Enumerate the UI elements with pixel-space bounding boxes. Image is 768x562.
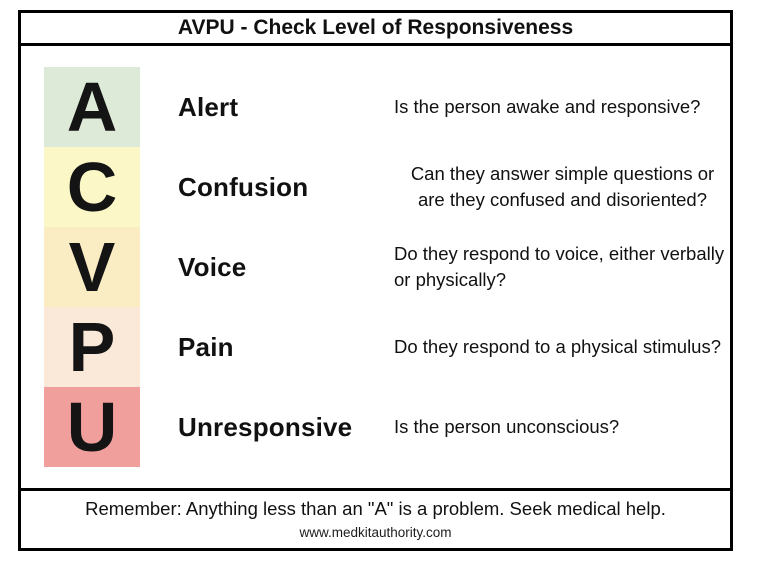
label-confusion: Confusion xyxy=(178,171,309,202)
letter-badge-p: P xyxy=(44,307,140,387)
label-unresponsive: Unresponsive xyxy=(178,411,353,442)
letter-badge-a: A xyxy=(44,67,140,147)
footer: Remember: Anything less than an "A" is a… xyxy=(21,488,730,548)
letter-c: C xyxy=(66,148,118,226)
row-alert: A Alert Is the person awake and responsi… xyxy=(21,67,730,147)
label-alert: Alert xyxy=(178,91,239,122)
letter-a: A xyxy=(66,68,118,146)
letter-badge-v: V xyxy=(44,227,140,307)
website-url: www.medkitauthority.com xyxy=(299,524,452,540)
description-voice: Do they respond to voice, either verball… xyxy=(394,243,725,290)
letter-v: V xyxy=(68,228,116,306)
letter-badge-c: C xyxy=(44,147,140,227)
description-alert: Is the person awake and responsive? xyxy=(394,96,701,118)
description-unresponsive: Is the person unconscious? xyxy=(394,416,620,438)
remember-note: Remember: Anything less than an "A" is a… xyxy=(85,498,666,519)
avpu-table: A Alert Is the person awake and responsi… xyxy=(21,46,730,488)
letter-p: P xyxy=(68,308,116,386)
row-confusion: C Confusion Can they answer simple quest… xyxy=(21,147,730,227)
description-pain: Do they respond to a physical stimulus? xyxy=(394,336,722,358)
title-bar: AVPU - Check Level of Responsiveness xyxy=(21,13,730,46)
description-confusion: Can they answer simple questions or are … xyxy=(410,163,715,210)
row-voice: V Voice Do they respond to voice, either… xyxy=(21,227,730,307)
avpu-poster: AVPU - Check Level of Responsiveness A A… xyxy=(18,10,733,551)
row-unresponsive: U Unresponsive Is the person unconscious… xyxy=(21,387,730,467)
label-pain: Pain xyxy=(178,331,234,362)
letter-badge-u: U xyxy=(44,387,140,467)
label-voice: Voice xyxy=(178,251,247,282)
row-pain: P Pain Do they respond to a physical sti… xyxy=(21,307,730,387)
letter-u: U xyxy=(66,388,118,466)
page-title: AVPU - Check Level of Responsiveness xyxy=(177,16,574,39)
